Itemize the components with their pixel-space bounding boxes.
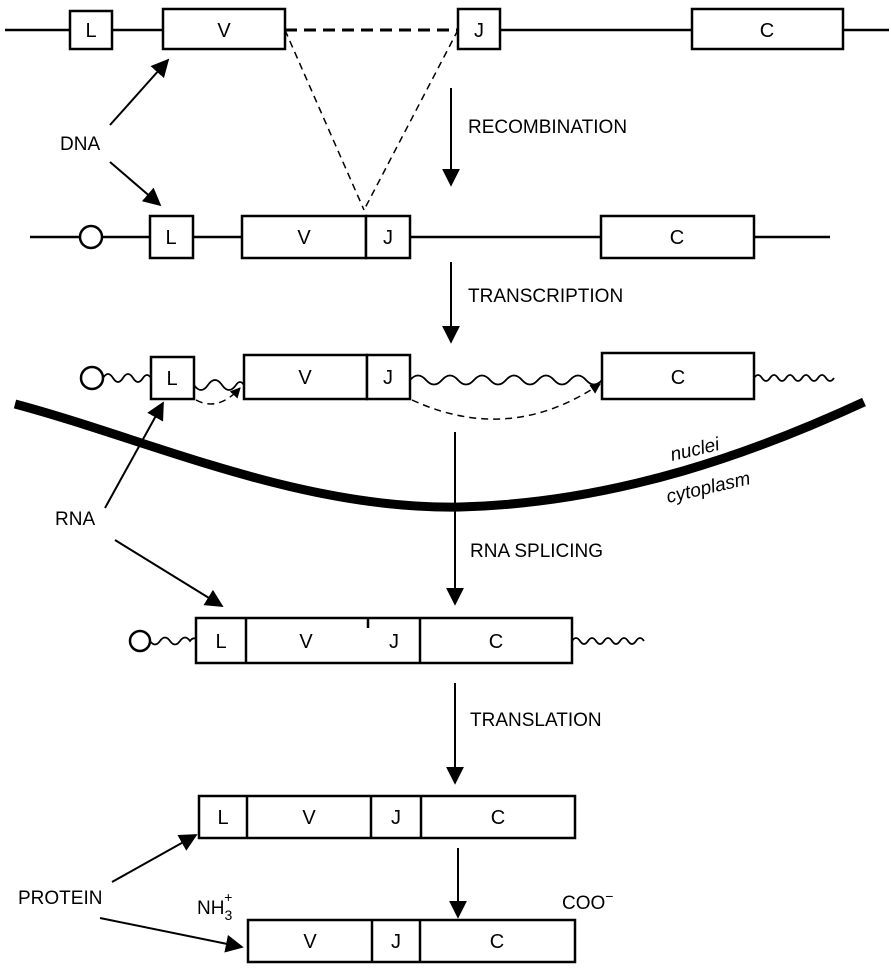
- protein-pointer-down: [99, 917, 244, 953]
- mrna-segment-c: C: [489, 631, 503, 653]
- rna-segment-j: J: [365, 353, 412, 401]
- coo-label: COO−: [562, 888, 613, 914]
- mrna-body: [194, 616, 574, 665]
- dna-segment-c: C: [690, 7, 845, 51]
- rearranged-segment-l: L: [148, 214, 195, 260]
- svg-text:V: V: [298, 367, 312, 389]
- precursor-segment-v: V: [302, 807, 316, 829]
- dna-pointer-down: [109, 161, 162, 207]
- rearranged-segment-c: C: [599, 214, 756, 260]
- precursor-protein-row: L V J C: [197, 794, 577, 840]
- rna-cap-circle: [79, 365, 105, 391]
- dna-segment-l: L: [68, 9, 114, 51]
- rna-segment-c: C: [600, 351, 756, 401]
- mature-protein-row: V J C: [246, 918, 577, 964]
- dna-segment-v: V: [161, 7, 287, 51]
- dna-segment-j: J: [456, 7, 502, 51]
- svg-text:L: L: [166, 368, 177, 390]
- recombination-guide-lines: [284, 29, 459, 211]
- germline-dna-row: L V J C: [5, 7, 889, 51]
- rna-segment-v: V: [242, 353, 369, 401]
- svg-text:V: V: [297, 227, 311, 249]
- mature-mrna-row: L V J C: [128, 616, 645, 665]
- promoter-circle: [78, 224, 104, 250]
- mrna-segment-v: V: [299, 631, 313, 653]
- nuclear-membrane: [13, 397, 866, 512]
- mrna-segment-l: L: [215, 631, 226, 653]
- rna-label: RNA: [55, 509, 95, 530]
- transcription-label: TRANSCRIPTION: [468, 286, 623, 307]
- translation-label: TRANSLATION: [470, 710, 602, 731]
- protein-segment-c: C: [490, 931, 504, 953]
- protein-pointer-up: [111, 834, 198, 883]
- rna-splicing-label: RNA SPLICING: [470, 541, 603, 562]
- rna-segment-l: L: [149, 355, 196, 401]
- mature-protein-body: [246, 918, 577, 964]
- precursor-segment-j: J: [391, 807, 401, 829]
- svg-text:C: C: [670, 227, 684, 249]
- rearranged-segment-v: V: [240, 214, 368, 260]
- precursor-segment-c: C: [491, 807, 505, 829]
- rearranged-segment-j: J: [364, 214, 412, 260]
- rearranged-dna-row: L V J C: [30, 214, 830, 260]
- svg-text:L: L: [85, 20, 96, 42]
- rna-pointer-down: [114, 539, 224, 607]
- mrna-cap-circle: [128, 629, 152, 653]
- svg-text:V: V: [217, 20, 231, 42]
- dna-label: DNA: [60, 134, 100, 155]
- svg-text:J: J: [383, 367, 393, 389]
- nh3-label: NH3+: [197, 889, 232, 923]
- splice-arrow-l-v: [195, 387, 241, 405]
- svg-text:J: J: [474, 20, 484, 42]
- precursor-segment-l: L: [217, 807, 228, 829]
- protein-segment-j: J: [391, 931, 401, 953]
- dna-pointer-up: [109, 58, 170, 126]
- protein-segment-v: V: [303, 931, 317, 953]
- mrna-segment-j: J: [389, 631, 399, 653]
- protein-label: PROTEIN: [18, 888, 102, 909]
- primary-rna-row: L V J C: [79, 351, 835, 420]
- rna-pointer-up: [104, 401, 164, 509]
- svg-text:L: L: [165, 227, 176, 249]
- svg-text:C: C: [671, 367, 685, 389]
- splice-arrow-j-c: [411, 383, 601, 420]
- svg-text:J: J: [383, 227, 393, 249]
- recombination-label: RECOMBINATION: [468, 117, 627, 138]
- precursor-protein-body: [197, 794, 577, 840]
- svg-text:C: C: [760, 20, 774, 42]
